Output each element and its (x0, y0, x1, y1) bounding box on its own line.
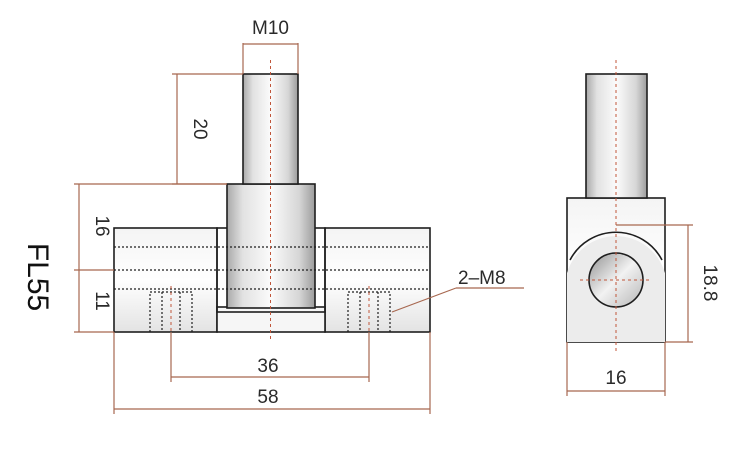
base-left-block (113, 227, 218, 333)
side-stud (585, 73, 648, 199)
dim-mount-holes-label: 2–M8 (458, 268, 506, 289)
dim-hole-spacing-label: 36 (257, 356, 278, 377)
leader-mount-holes (391, 287, 457, 313)
dim-side-height-label: 18.8 (699, 265, 720, 302)
side-cylinder-arc (569, 231, 663, 261)
dim-total-width-label: 58 (257, 387, 278, 408)
dim-side-width-label: 16 (605, 368, 626, 389)
dim-upper-height-label: 16 (91, 215, 112, 236)
front-view (113, 60, 431, 340)
side-view (566, 60, 666, 352)
side-dimensions: 18.8 16 (566, 224, 720, 396)
base-right-block (324, 227, 431, 333)
dim-thread-label: M10 (252, 18, 289, 39)
dim-stud-length-label: 20 (189, 118, 210, 139)
model-label: FL55 (21, 243, 54, 311)
front-dimensions: M10 20 16 11 36 58 2–M8 (74, 18, 524, 414)
dim-lower-height-label: 11 (91, 291, 112, 311)
